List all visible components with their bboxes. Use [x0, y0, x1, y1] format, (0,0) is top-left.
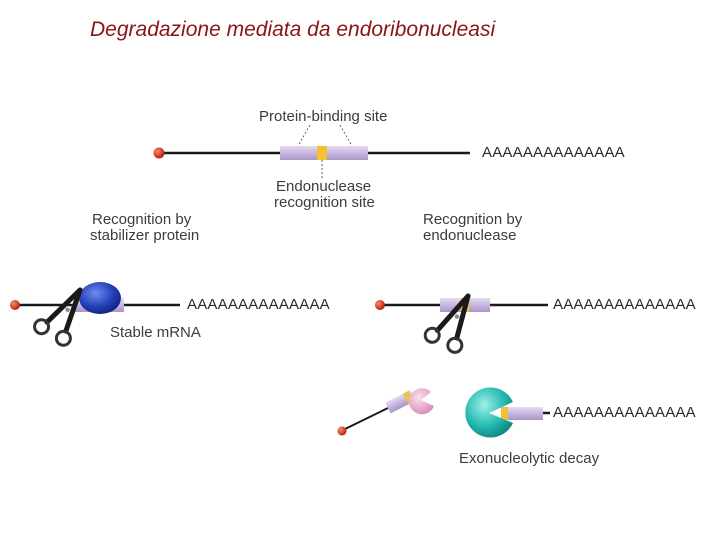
top-mrna	[153, 124, 470, 180]
endonuclease-site-label-line1: Endonuclease	[276, 178, 372, 195]
endonuclease-site-label-line2: recognition site	[274, 194, 375, 211]
endonuclease-site-mark	[317, 146, 327, 160]
stabilizer-recognition-label-line1: Recognition by	[92, 211, 192, 228]
stable-mrna-strand	[10, 282, 180, 314]
five-prime-cap-icon	[337, 426, 347, 436]
five-prime-cap-icon	[153, 147, 165, 159]
slide-title: Degradazione mediata da endoribonucleasi	[90, 18, 496, 41]
three-prime-fragment	[465, 387, 550, 438]
poly-a-tail-decay: AAAAAAAAAAAAAA	[553, 404, 696, 421]
five-prime-cap-icon	[10, 300, 20, 310]
protein-binding-site-label: Protein-binding site	[259, 108, 388, 125]
exonucleolytic-decay-label: Exonucleolytic decay	[459, 450, 600, 467]
poly-a-tail-top: AAAAAAAAAAAAAA	[482, 144, 625, 161]
scissors-icon	[33, 287, 83, 347]
exonuclease-icon	[465, 387, 513, 438]
five-prime-cap-icon	[375, 300, 385, 310]
five-prime-fragment	[337, 388, 434, 436]
endonuclease-recognition-label-line1: Recognition by	[423, 211, 523, 228]
endonuclease-recognition-label-line2: endonuclease	[423, 227, 517, 244]
degrading-enzyme-icon	[408, 388, 434, 415]
poly-a-tail-stable: AAAAAAAAAAAAAA	[187, 296, 330, 313]
stabilizer-protein-icon	[79, 282, 121, 314]
poly-a-tail-cleaved: AAAAAAAAAAAAAA	[553, 296, 696, 313]
stable-mrna-label: Stable mRNA	[110, 324, 201, 341]
scissors-icon	[423, 293, 471, 354]
stabilizer-recognition-label-line2: stabilizer protein	[90, 227, 200, 244]
